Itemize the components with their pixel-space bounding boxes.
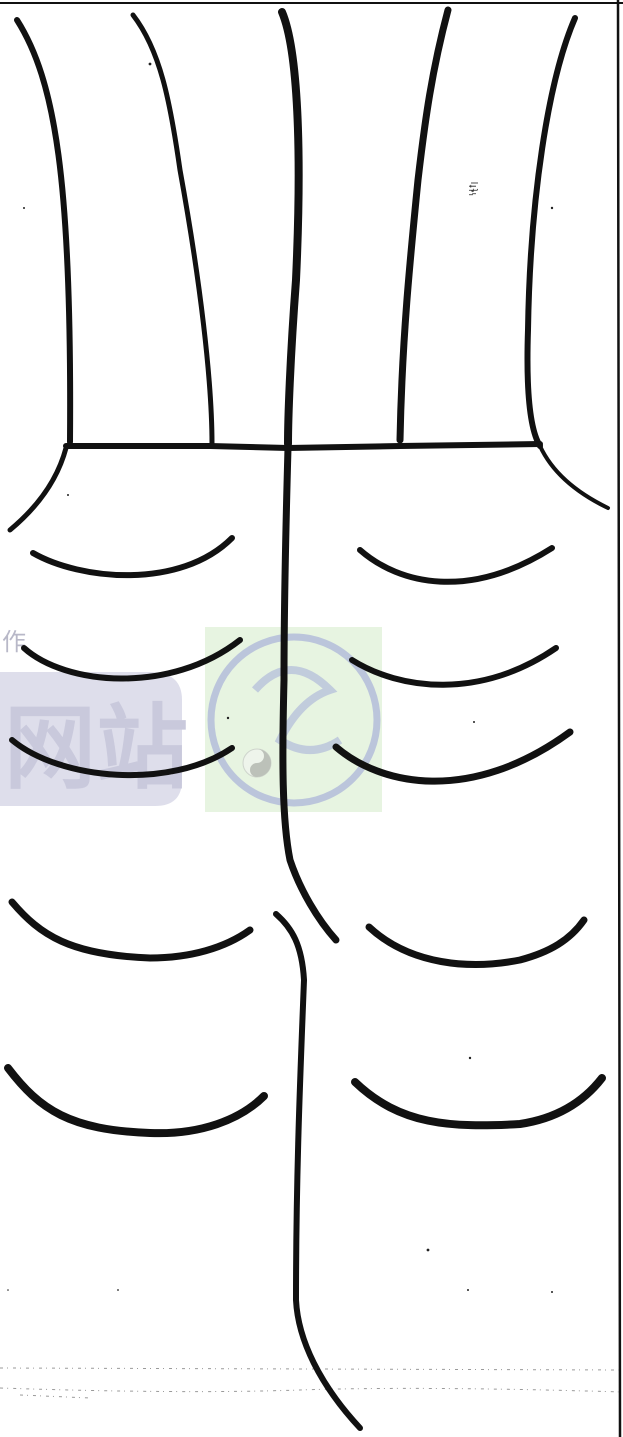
stroke-upper-4 <box>400 10 448 440</box>
annotation-text: ꝇꞎꝉꞁ <box>469 182 479 196</box>
watermark-logo-text: 网站 <box>4 695 188 802</box>
yin-yang-icon <box>243 749 271 777</box>
central-line <box>276 448 360 1428</box>
crescent-left-1 <box>33 538 232 575</box>
upper-strokes <box>17 10 575 446</box>
central-line-lower <box>276 914 360 1428</box>
flare-right <box>540 446 608 508</box>
crescent-right-4 <box>369 920 584 964</box>
stroke-upper-2 <box>133 15 212 444</box>
crescent-left-4 <box>12 902 250 958</box>
watermark-caption: 作 <box>2 628 26 656</box>
crescent-right-5 <box>355 1078 602 1125</box>
crescent-left-5 <box>8 1068 264 1133</box>
stroke-upper-3 <box>282 12 299 444</box>
stroke-upper-1 <box>17 20 70 442</box>
stroke-upper-5 <box>528 18 576 446</box>
crescent-right-2 <box>352 648 556 685</box>
flare-left <box>10 448 66 530</box>
crescent-right-1 <box>360 548 552 582</box>
watermark: 作 网站 <box>0 627 382 812</box>
horizontal-divider <box>66 444 540 448</box>
outer-flares <box>10 446 608 530</box>
